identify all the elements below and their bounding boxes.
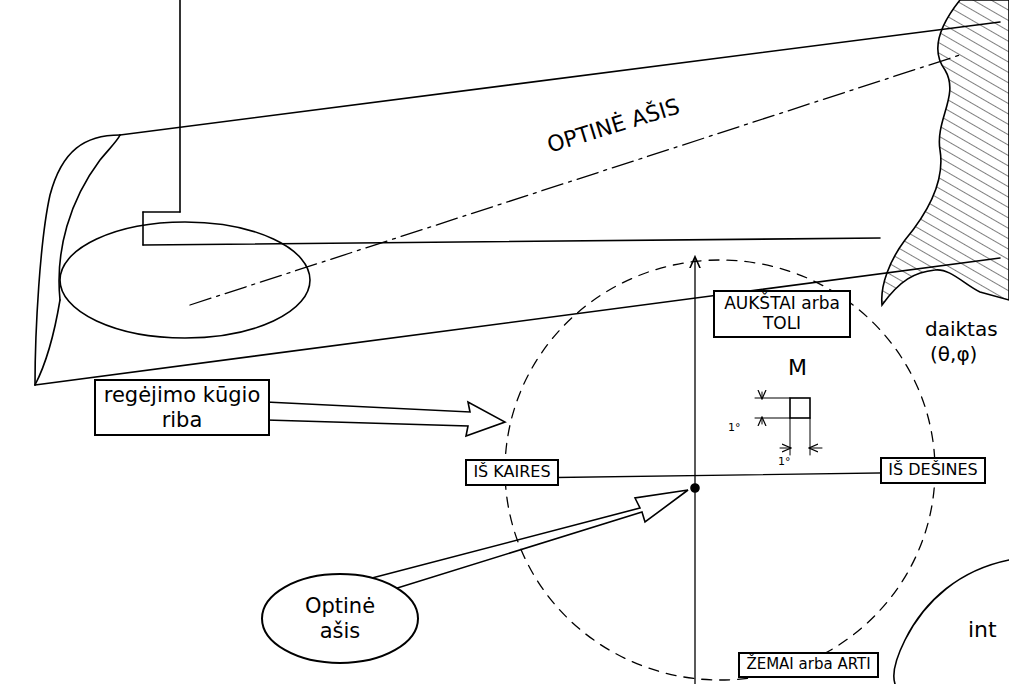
node-text: IŠ DEŠINES [888,461,978,479]
dimension: 1° [778,456,791,468]
oval-callout: Optinė ašis [260,572,420,665]
node-text: ŽEMAI arba ARTI [746,656,870,673]
label-box: ŽEMAI arba ARTI [738,652,879,678]
coordinates: (θ,φ) [930,343,977,365]
dimension: 1° [728,422,741,434]
label-box: IŠ DEŠINES [880,457,986,484]
axis-label: OPTINĖ AŠIS [541,94,685,159]
node-text: Optinė ašis [286,594,394,642]
label-box: AUKŠTAI arba TOLI [713,290,851,338]
cut-text: int [968,618,997,642]
label-box: regėjimo kūgio riba [94,379,270,436]
node-text: regėjimo kūgio riba [102,383,262,431]
node-text: IŠ KAIRES [473,463,550,481]
label-box: IŠ KAIRES [465,459,559,486]
point-label: M [788,356,807,380]
node-text: AUKŠTAI arba TOLI [721,294,843,333]
object-label: daiktas [925,318,998,340]
